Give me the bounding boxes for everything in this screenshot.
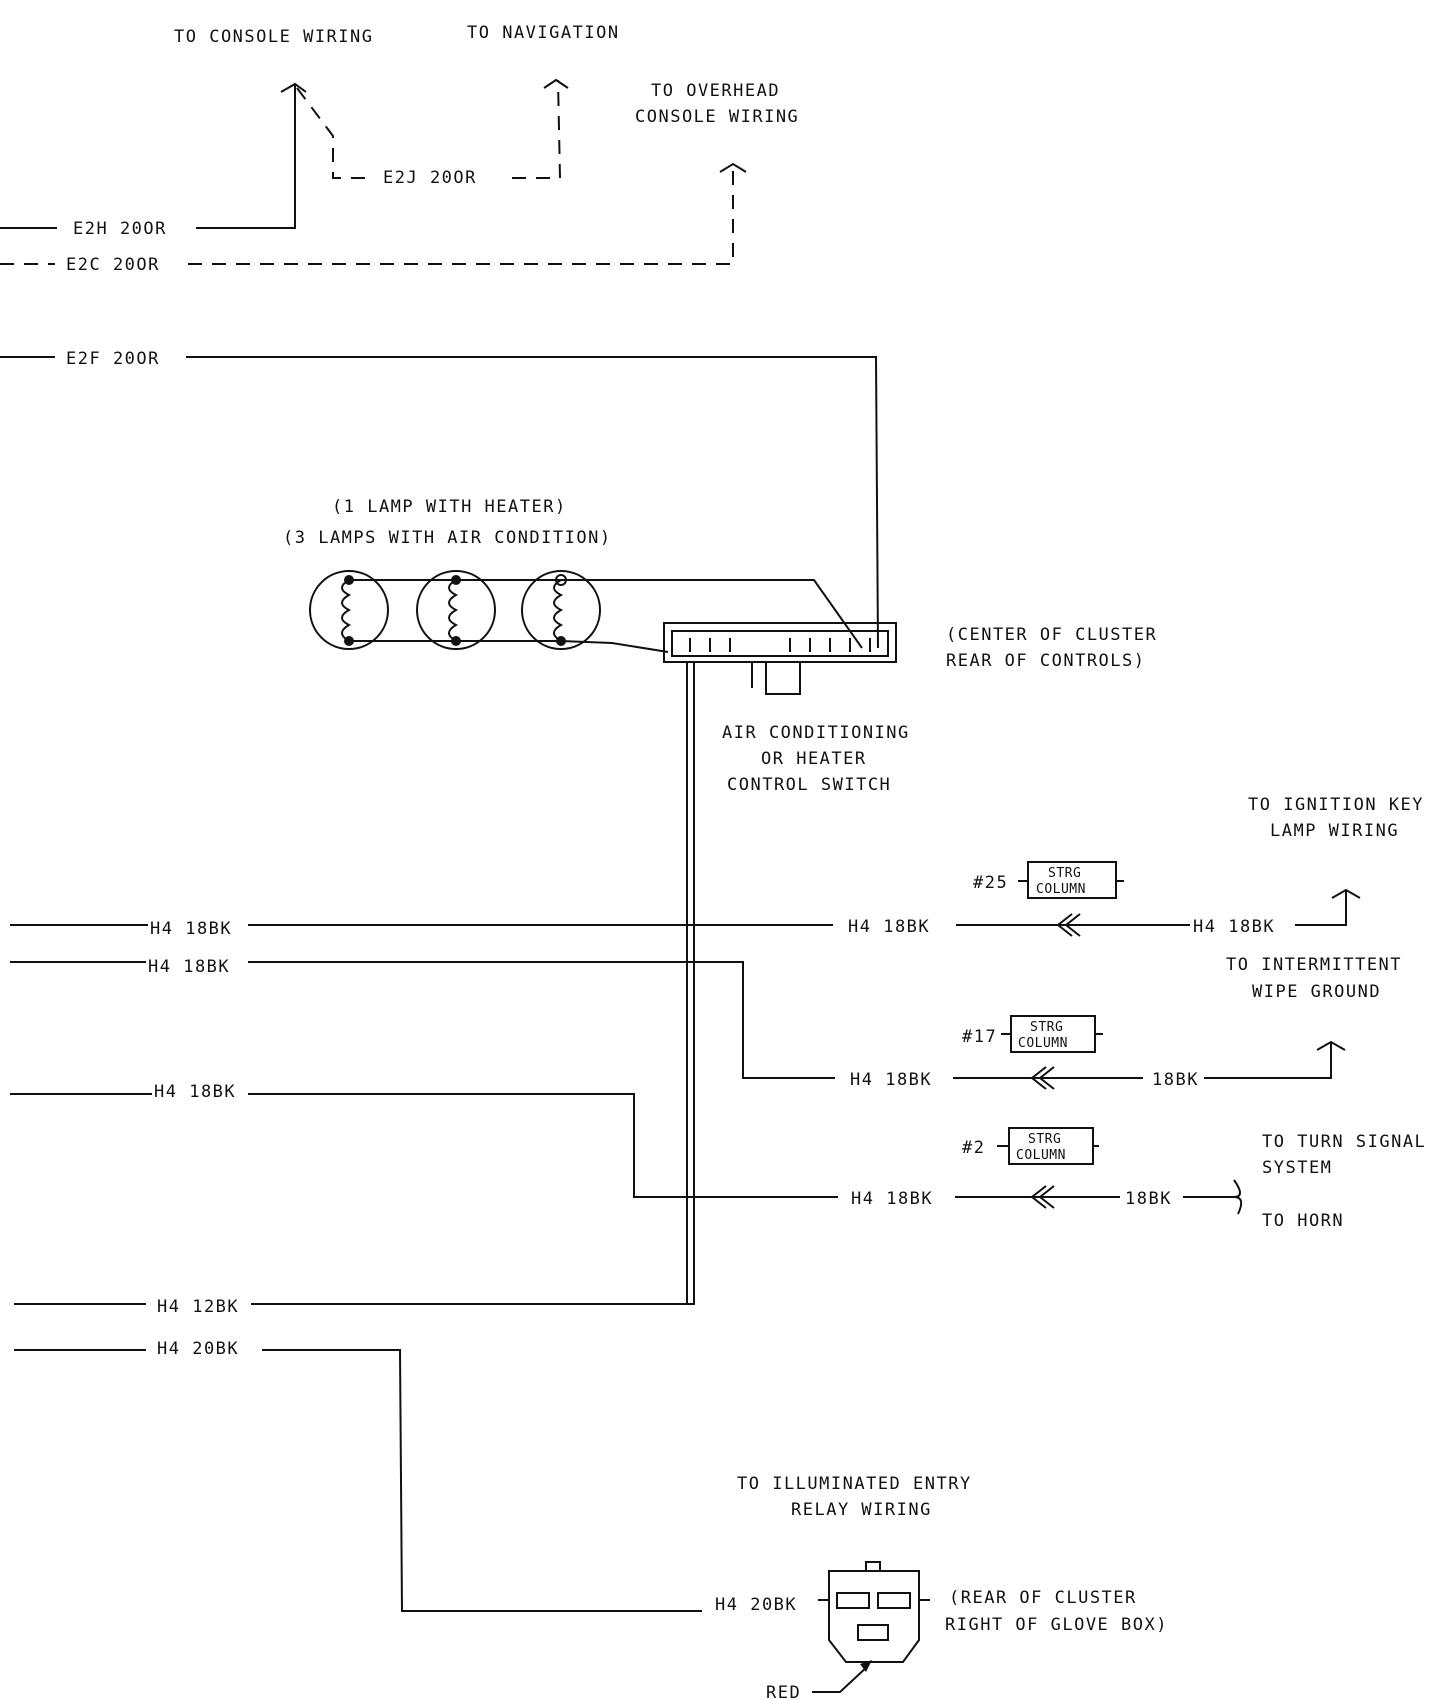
connector-arrow-25 [1056, 913, 1081, 937]
svg-text:COLUMN: COLUMN [1018, 1036, 1068, 1051]
lamp-1 [309, 570, 389, 650]
label-to-console-wiring: TO CONSOLE WIRING [174, 27, 374, 47]
wire-label-h4-row2-right: 18BK [1152, 1070, 1199, 1090]
wire-label-e2f: E2F 20OR [66, 349, 160, 369]
label-to-horn: TO HORN [1262, 1211, 1344, 1231]
wire-e2f [0, 356, 879, 649]
label-to-navigation: TO NAVIGATION [467, 23, 620, 43]
wire-label-h4-row3-right: 18BK [1125, 1189, 1172, 1209]
red-leader-arrow [812, 1665, 869, 1693]
wire-e2h [0, 84, 296, 229]
wire-label-h4-row3-left: H4 18BK [154, 1082, 236, 1102]
wire-label-h4-12bk: H4 12BK [157, 1297, 239, 1317]
label-to-ignition-2: LAMP WIRING [1270, 821, 1399, 841]
label-to-turn-1: TO TURN SIGNAL [1262, 1132, 1426, 1152]
wire-e2c [0, 168, 734, 265]
overhead-terminal-symbol [719, 162, 747, 173]
wire-h4-row1-right [1295, 890, 1347, 926]
lamp-note-1: (1 LAMP WITH HEATER) [332, 497, 567, 517]
connector-arrow-17 [1030, 1066, 1055, 1090]
label-to-overhead-2: CONSOLE WIRING [635, 107, 799, 127]
lamp-bus-top [349, 579, 863, 649]
label-red: RED [766, 1683, 801, 1700]
switch-location-1: (CENTER OF CLUSTER [946, 625, 1157, 645]
svg-text:COLUMN: COLUMN [1036, 882, 1086, 897]
wire-label-h4-row1-left: H4 18BK [150, 919, 232, 939]
label-to-overhead-1: TO OVERHEAD [651, 81, 780, 101]
connector-id-17: #17 [962, 1027, 997, 1047]
svg-text:STRG: STRG [1028, 1132, 1061, 1147]
wire-e2j [296, 87, 372, 179]
label-glove-1: (REAR OF CLUSTER [949, 1588, 1137, 1608]
label-glove-2: RIGHT OF GLOVE BOX) [945, 1615, 1168, 1635]
wire-label-e2c: E2C 20OR [66, 255, 160, 275]
switch-location-2: REAR OF CONTROLS) [946, 651, 1146, 671]
wire-h4-20bk [14, 1349, 702, 1612]
wire-label-h4-row3-mid: H4 18BK [851, 1189, 933, 1209]
switch-name-2: OR HEATER [761, 749, 867, 769]
connector-arrow-2 [1030, 1185, 1055, 1209]
switch-name-1: AIR CONDITIONING [722, 723, 910, 743]
wire-h4-12bk [14, 662, 695, 1305]
wire-h4-row2-right [1204, 1043, 1332, 1079]
turn-signal-terminal-symbol [1233, 1179, 1243, 1215]
wire-label-e2j: E2J 20OR [383, 168, 477, 188]
glove-box-connector [818, 1561, 930, 1663]
control-switch-connector [663, 622, 897, 695]
svg-text:COLUMN: COLUMN [1016, 1148, 1066, 1163]
svg-text:STRG: STRG [1030, 1020, 1063, 1035]
switch-name-3: CONTROL SWITCH [727, 775, 891, 795]
connector-id-2: #2 [962, 1138, 985, 1158]
connector-id-25: #25 [973, 873, 1008, 893]
lamp-bus-bottom [349, 640, 669, 653]
wire-e2j-right [512, 79, 562, 179]
wire-label-h4-20bk-right: H4 20BK [715, 1595, 797, 1615]
lamp-note-2: (3 LAMPS WITH AIR CONDITION) [283, 528, 612, 548]
red-arrow-head [860, 1660, 872, 1672]
strg-column-box-25: STRG COLUMN [1018, 861, 1124, 899]
wire-label-h4-row2-mid: H4 18BK [850, 1070, 932, 1090]
label-to-wipe-1: TO INTERMITTENT [1226, 955, 1402, 975]
ignition-terminal-symbol [1331, 888, 1361, 899]
label-to-wipe-2: WIPE GROUND [1252, 982, 1381, 1002]
label-to-entry-2: RELAY WIRING [791, 1500, 932, 1520]
label-to-turn-2: SYSTEM [1262, 1158, 1332, 1178]
label-to-ignition-1: TO IGNITION KEY [1248, 795, 1424, 815]
strg-column-box-17: STRG COLUMN [1001, 1015, 1103, 1053]
wire-label-h4-20bk-left: H4 20BK [157, 1339, 239, 1359]
console-terminal-symbol [280, 82, 307, 93]
label-to-entry-1: TO ILLUMINATED ENTRY [737, 1474, 972, 1494]
wire-label-h4-row1-right: H4 18BK [1193, 917, 1275, 937]
wipe-terminal-symbol [1316, 1040, 1346, 1051]
navigation-terminal-symbol [543, 78, 569, 89]
lamp-2 [416, 570, 496, 650]
wire-label-h4-row1-mid: H4 18BK [848, 917, 930, 937]
strg-column-box-2: STRG COLUMN [997, 1127, 1099, 1165]
lamp-3 [521, 570, 601, 650]
svg-text:STRG: STRG [1048, 866, 1081, 881]
wire-h4-row3 [10, 1093, 1120, 1198]
wire-h4-row2 [10, 961, 1143, 1079]
wire-label-e2h: E2H 20OR [73, 219, 167, 239]
wire-label-h4-row2-left: H4 18BK [148, 957, 230, 977]
